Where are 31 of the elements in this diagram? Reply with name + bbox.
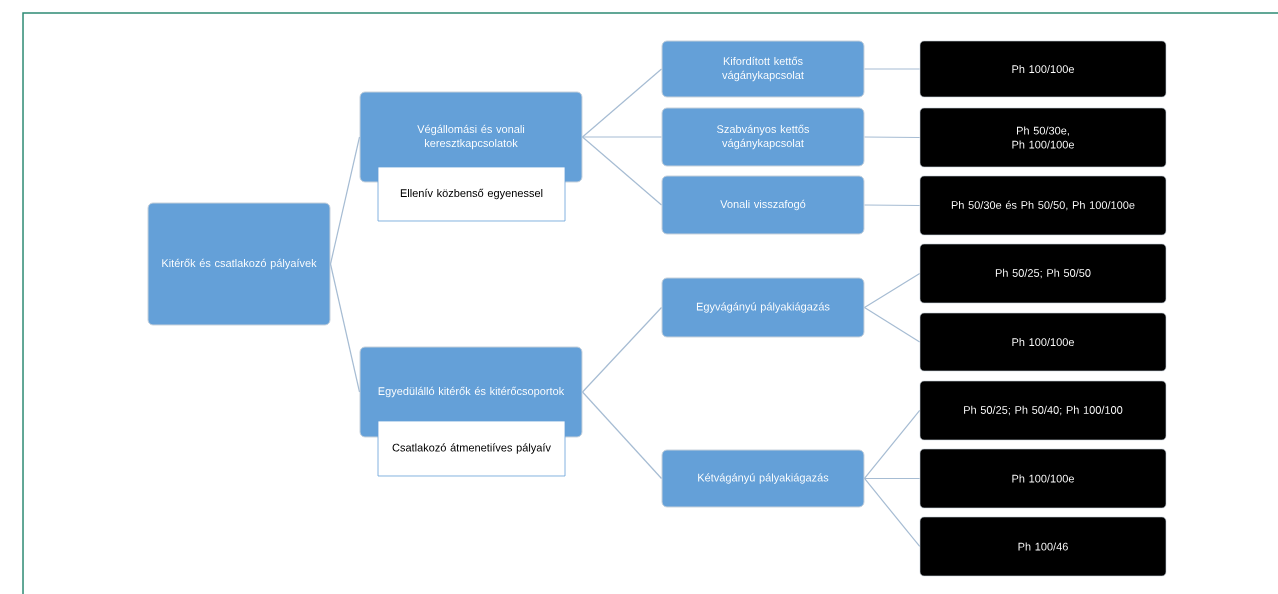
value-box: Ph 50/30e és Ph 50/50, Ph 100/100e (919, 175, 1167, 236)
value-box: Ph 100/100e (919, 312, 1167, 372)
note-box: Ellenív közbenső egyenessel (377, 166, 566, 222)
connector-line (581, 306, 663, 393)
process-box: Szabványos kettős vágánykapcsolat (661, 107, 865, 167)
connector-line (863, 272, 921, 309)
connector-line (863, 136, 921, 139)
value-box: Ph 50/25; Ph 50/40; Ph 100/100 (919, 380, 1167, 441)
connector-line (329, 263, 361, 393)
connector-line (863, 68, 921, 70)
connector-line (581, 136, 663, 138)
connector-line (863, 409, 921, 480)
connector-line (581, 68, 663, 138)
connector-line (329, 136, 361, 265)
connector-line (581, 136, 663, 206)
connector-line (863, 306, 921, 343)
process-box: Egyvágányú pályakiágazás (661, 277, 865, 338)
process-box: Kifordított kettős vágánykapcsolat (661, 40, 865, 98)
connector-line (863, 477, 921, 548)
process-box: Kétvágányú pályakiágazás (661, 449, 865, 508)
connector-line (581, 391, 663, 480)
note-box: Csatlakozó átmenetiíves pályaív (377, 420, 566, 477)
process-box: Kitérők és csatlakozó pályaívek (147, 202, 331, 326)
value-box: Ph 50/25; Ph 50/50 (919, 243, 1167, 304)
value-box: Ph 50/30e, Ph 100/100e (919, 107, 1167, 168)
value-box: Ph 100/100e (919, 40, 1167, 98)
connector-line (863, 477, 921, 480)
value-box: Ph 100/100e (919, 448, 1167, 509)
value-box: Ph 100/46 (919, 516, 1167, 577)
connector-line (863, 204, 921, 207)
process-box: Vonali visszafogó (661, 175, 865, 235)
